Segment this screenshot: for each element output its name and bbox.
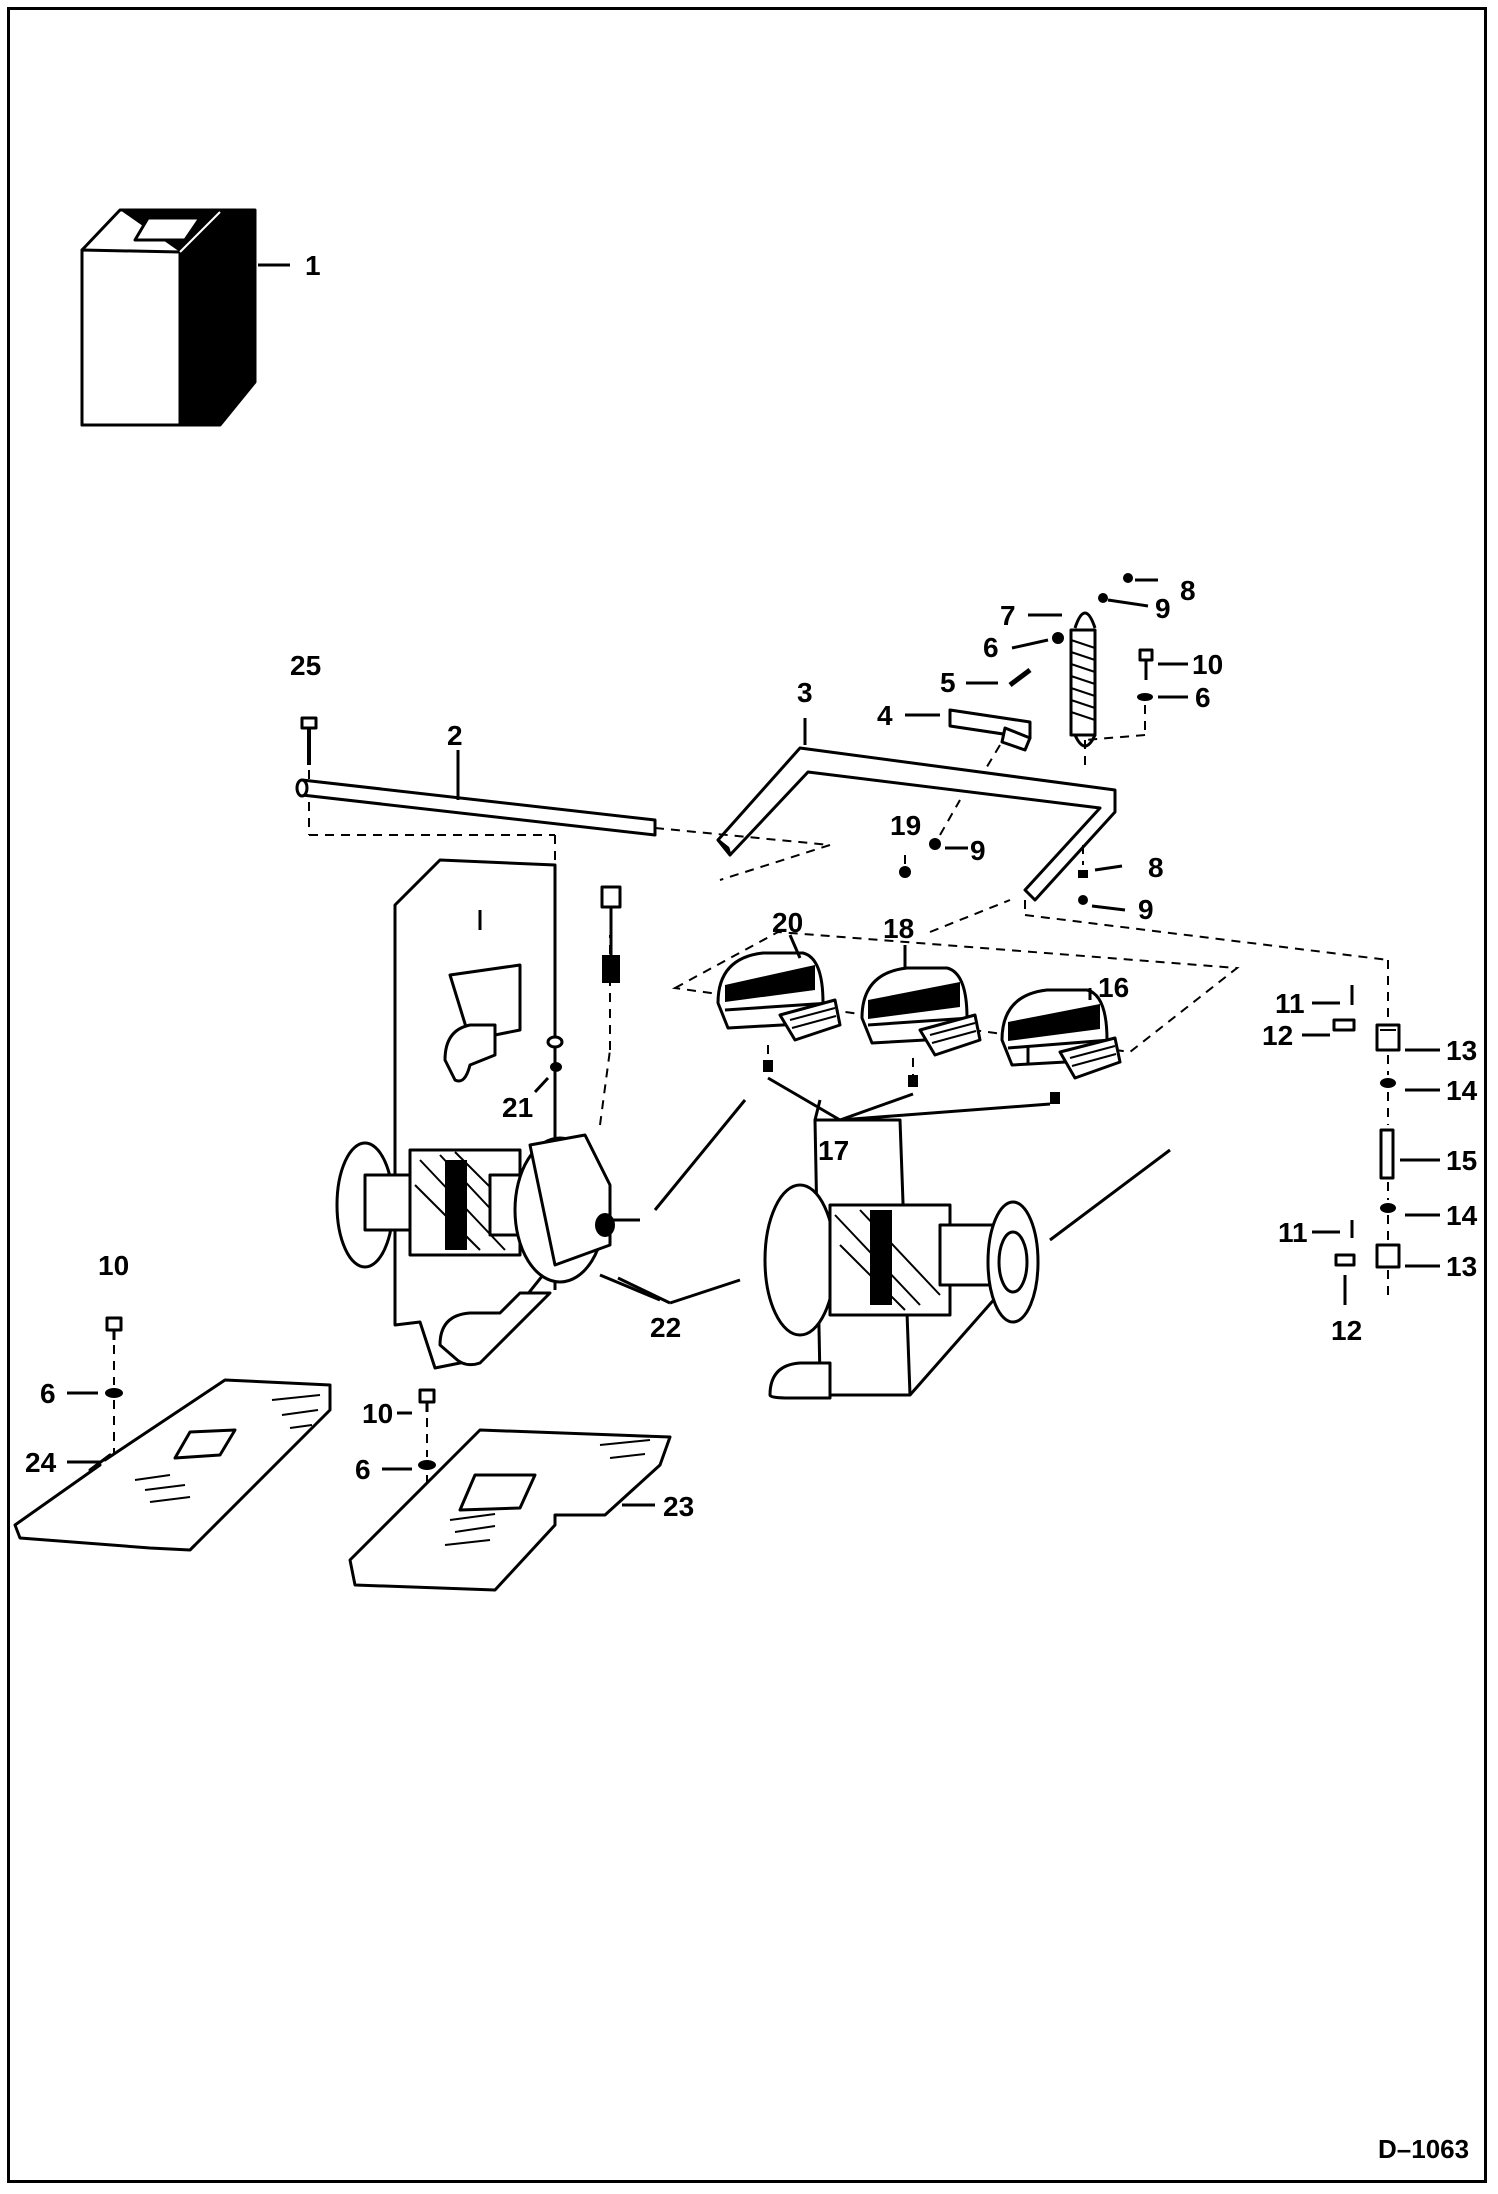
callout-24: 24: [25, 1447, 57, 1478]
part-13-clevis-upper: [1375, 1023, 1401, 1052]
callout-6-right-plate: 6: [355, 1454, 371, 1485]
callout-9-middle: 9: [970, 835, 986, 866]
part-24-floor-plate: [13, 1378, 332, 1552]
part-10-bolt-right: [418, 1388, 436, 1412]
callout-14-upper: 14: [1446, 1075, 1478, 1106]
part-5-screw: [1008, 668, 1032, 687]
callout-21: 21: [502, 1092, 533, 1123]
document-number: D–1063: [1378, 2134, 1469, 2164]
part-8-nut: [1123, 573, 1133, 583]
linkage-rod: [600, 885, 622, 983]
callout-10-right-plate: 10: [362, 1398, 393, 1429]
callout-10-left-plate: 10: [98, 1250, 129, 1281]
callout-7: 7: [1000, 600, 1016, 631]
callout-18: 18: [883, 913, 914, 944]
callout-23: 23: [663, 1491, 694, 1522]
callout-6-right: 6: [1195, 682, 1211, 713]
part-7-spring: [1069, 611, 1097, 748]
callout-12-lower: 12: [1331, 1315, 1362, 1346]
part-12-pin-lower: [1334, 1253, 1356, 1267]
callout-19: 19: [890, 810, 921, 841]
callout-10-right: 10: [1192, 649, 1223, 680]
part-15-rod: [1379, 1128, 1395, 1180]
callout-3: 3: [797, 677, 813, 708]
callout-17: 17: [818, 1135, 849, 1166]
part-25-bolt: [300, 716, 318, 765]
callout-11-lower: 11: [1278, 1217, 1308, 1248]
callout-12-upper: 12: [1262, 1020, 1293, 1051]
part-18-pedal: [860, 966, 982, 1057]
part-13-clevis-lower: [1375, 1243, 1401, 1269]
callout-25: 25: [290, 650, 321, 681]
part-16-pedal: [1000, 988, 1122, 1080]
left-drive-clutch: [335, 1133, 640, 1284]
part-20-pedal: [716, 951, 842, 1042]
right-drive-clutch: [763, 1183, 1040, 1337]
callout-9-top: 9: [1155, 593, 1171, 624]
callout-13-lower: 13: [1446, 1251, 1477, 1282]
callout-20: 20: [772, 907, 803, 938]
callout-13-upper: 13: [1446, 1035, 1477, 1066]
callout-16: 16: [1098, 972, 1129, 1003]
callout-9-frame: 9: [1138, 894, 1154, 925]
part-10-bolt-left: [105, 1316, 123, 1340]
callout-4: 4: [877, 700, 893, 731]
callout-1: 1: [305, 250, 321, 281]
callout-11-upper: 11: [1275, 988, 1305, 1019]
callout-5: 5: [940, 667, 956, 698]
callout-8-frame: 8: [1148, 852, 1164, 883]
part-4-bracket: [948, 708, 1032, 752]
part-9-nut: [1098, 593, 1108, 603]
part-6-washer: [1052, 632, 1064, 644]
callout-6-left-plate: 6: [40, 1378, 56, 1409]
callout-2: 2: [447, 720, 463, 751]
part-1-case: [80, 208, 257, 427]
page-border: [7, 7, 1487, 2183]
part-10-bolt-upper: [1138, 648, 1154, 680]
callout-8-top: 8: [1180, 575, 1196, 606]
callout-15: 15: [1446, 1145, 1477, 1176]
callout-22: 22: [650, 1312, 681, 1343]
callout-14-lower: 14: [1446, 1200, 1478, 1231]
part-23-floor-plate: [348, 1428, 672, 1592]
part-2-shaft: [295, 778, 657, 837]
part-3-pedal-frame: [716, 746, 1117, 902]
callout-6-spring: 6: [983, 632, 999, 663]
part-12-pin-upper: [1332, 1018, 1356, 1032]
